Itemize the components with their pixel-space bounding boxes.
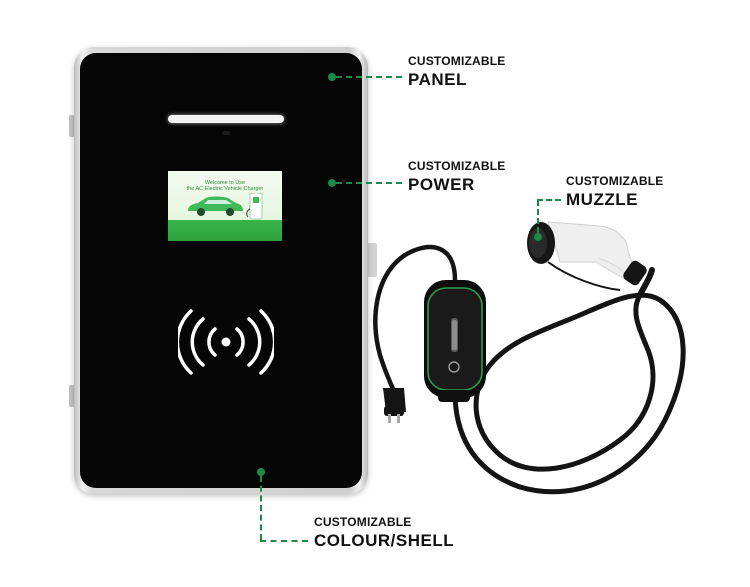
main-cable (452, 292, 686, 495)
muzzle-callout-line-vertical (537, 200, 539, 233)
power-callout-line1: CUSTOMIZABLE (408, 159, 506, 173)
panel-callout-line (336, 76, 402, 78)
power-callout-line (336, 182, 402, 184)
power-callout-line2: POWER (408, 175, 475, 194)
muzzle-callout: CUSTOMIZABLE MUZZLE (566, 175, 664, 208)
panel-callout-line2: PANEL (408, 70, 467, 89)
muzzle-callout-line-horizontal (537, 199, 561, 201)
panel-callout: CUSTOMIZABLE PANEL (408, 55, 506, 88)
side-mount-left-bottom (69, 385, 75, 407)
shell-callout-dot (257, 468, 265, 476)
rfid-icon (178, 309, 274, 375)
indicator-light-bar (168, 115, 284, 123)
side-mount-right (367, 243, 377, 277)
shell-callout-line-horizontal (260, 540, 308, 542)
side-mount-left-top (69, 115, 75, 137)
sensor-dot (222, 131, 230, 135)
panel-callout-line1: CUSTOMIZABLE (408, 54, 506, 68)
plug-cable (373, 244, 458, 395)
shell-callout: CUSTOMIZABLE COLOUR/SHELL (314, 516, 454, 549)
power-callout-dot (328, 179, 336, 187)
car-icon (188, 196, 243, 216)
muzzle-callout-line2: MUZZLE (566, 190, 638, 209)
ev-connector (527, 221, 647, 291)
shell-callout-line1: CUSTOMIZABLE (314, 515, 412, 529)
plug-icon (383, 388, 406, 423)
charging-station-icon (246, 193, 263, 220)
shell-callout-line2: COLOUR/SHELL (314, 531, 455, 550)
shell-callout-line-vertical (260, 476, 262, 540)
power-button-icon (448, 361, 460, 373)
muzzle-callout-dot (534, 233, 542, 241)
muzzle-callout-line1: CUSTOMIZABLE (566, 174, 664, 188)
power-callout: CUSTOMIZABLE POWER (408, 160, 506, 193)
panel-callout-dot (328, 73, 336, 81)
charger-panel: Welcome to Use the AC Electric Vehicle C… (80, 53, 362, 488)
wall-charger: Welcome to Use the AC Electric Vehicle C… (74, 47, 368, 494)
control-box (424, 280, 486, 402)
screen-welcome-line2: the AC Electric Vehicle Charger (186, 186, 264, 192)
charger-screen: Welcome to Use the AC Electric Vehicle C… (168, 171, 282, 241)
screen-welcome-line1: Welcome to Use (204, 180, 246, 186)
